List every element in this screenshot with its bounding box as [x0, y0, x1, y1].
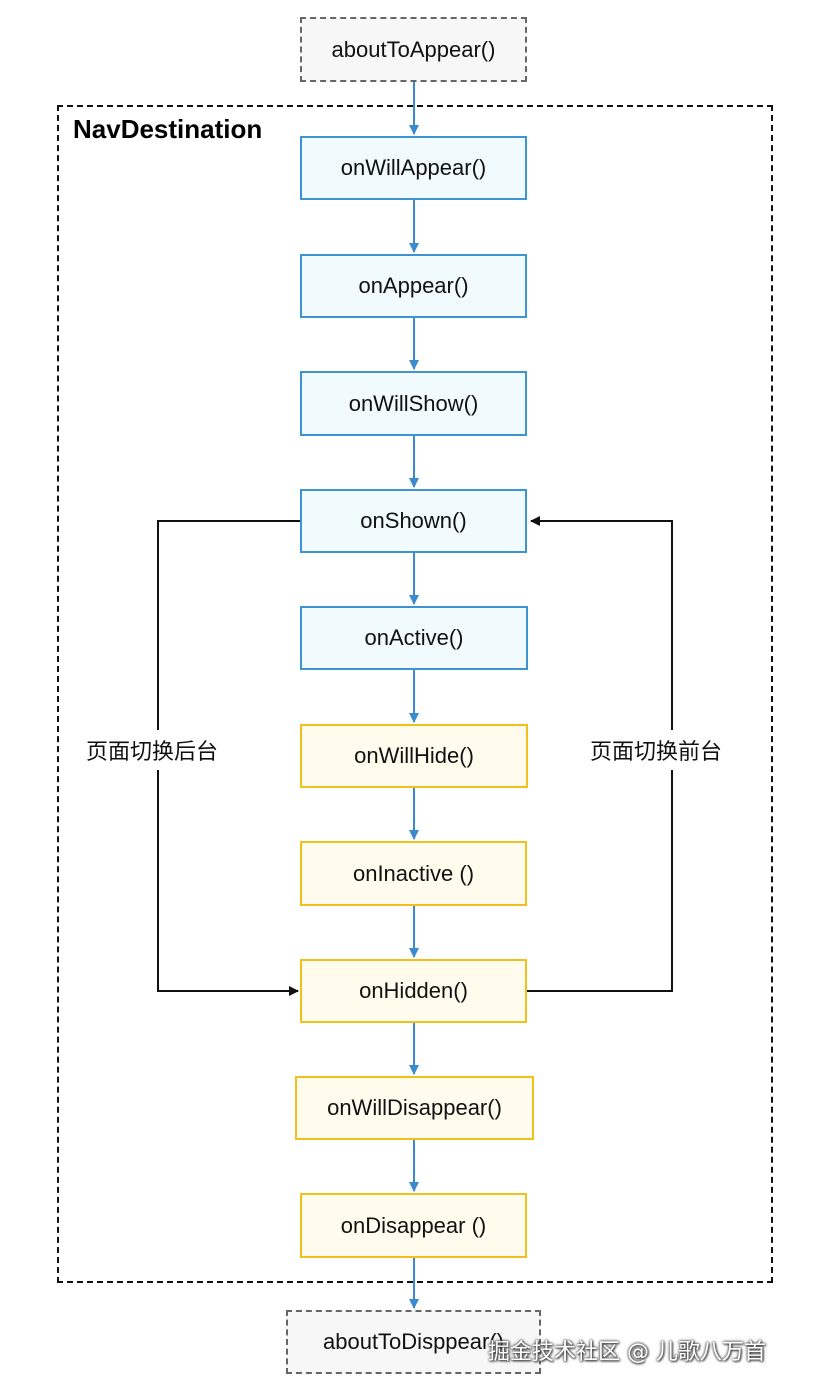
nav-destination-title: NavDestination [73, 114, 263, 144]
on-active-node: onActive() [300, 606, 528, 670]
on-shown-node: onShown() [300, 489, 527, 553]
foreground-switch-label: 页面切换前台 [590, 730, 723, 770]
about-to-disappear-node: aboutToDisppear() [286, 1310, 541, 1374]
on-will-disappear-label: onWillDisappear() [327, 1095, 502, 1120]
on-will-show-node: onWillShow() [300, 371, 527, 436]
on-will-hide-label: onWillHide() [354, 743, 474, 768]
on-shown-label: onShown() [360, 508, 467, 533]
about-to-appear-label: aboutToAppear() [331, 36, 496, 62]
on-active-label: onActive() [364, 625, 464, 650]
on-will-appear-node: onWillAppear() [300, 136, 527, 200]
on-appear-node: onAppear() [300, 254, 527, 318]
on-inactive-node: onInactive () [300, 841, 527, 906]
on-will-disappear-node: onWillDisappear() [295, 1076, 534, 1140]
on-disappear-node: onDisappear () [300, 1193, 527, 1258]
on-disappear-label: onDisappear () [340, 1212, 487, 1238]
background-switch-label: 页面切换后台 [86, 730, 219, 770]
on-hidden-node: onHidden() [300, 959, 527, 1023]
nav-destination-group [57, 105, 773, 1283]
on-will-hide-node: onWillHide() [300, 724, 528, 788]
watermark-text: 掘金技术社区 @ 儿歌八万首 [488, 1340, 766, 1365]
on-will-show-label: onWillShow() [348, 390, 479, 416]
on-appear-label: onAppear() [358, 273, 469, 298]
about-to-appear-node: aboutToAppear() [300, 17, 527, 82]
on-hidden-label: onHidden() [359, 978, 468, 1003]
about-to-disappear-label: aboutToDisppear() [323, 1329, 504, 1354]
on-will-appear-label: onWillAppear() [340, 155, 487, 180]
on-inactive-label: onInactive () [352, 860, 475, 886]
